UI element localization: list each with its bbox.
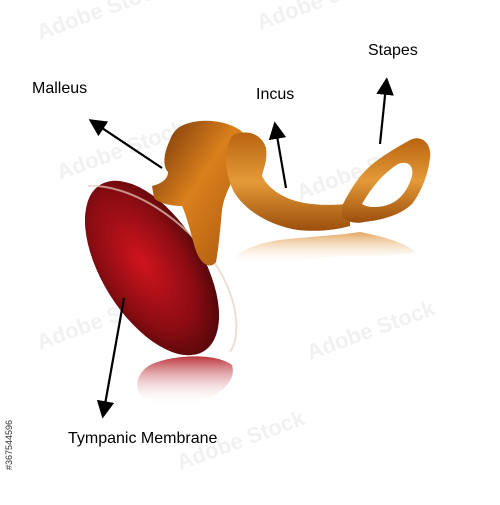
svg-text:Adobe Stock: Adobe Stock: [33, 0, 169, 45]
svg-text:Adobe Stock: Adobe Stock: [253, 0, 389, 35]
stapes-shape: [342, 138, 431, 223]
tympanic-membrane-arrow: [96, 297, 126, 419]
svg-text:Adobe Stock: Adobe Stock: [303, 295, 439, 365]
malleus-shape: [152, 120, 249, 266]
tympanic-membrane-label: Tympanic Membrane: [68, 430, 218, 447]
incus-label: Incus: [256, 86, 295, 103]
stock-id-watermark: #367544596: [4, 419, 14, 470]
incus-shape: [226, 132, 350, 231]
incus-reflection: [232, 232, 415, 266]
stapes-label: Stapes: [368, 42, 418, 59]
stapes-arrow: [376, 77, 394, 145]
malleus-label: Malleus: [32, 80, 88, 97]
malleus-arrow: [88, 119, 163, 169]
incus-arrow: [268, 121, 288, 189]
membrane-reflection: [137, 356, 233, 406]
